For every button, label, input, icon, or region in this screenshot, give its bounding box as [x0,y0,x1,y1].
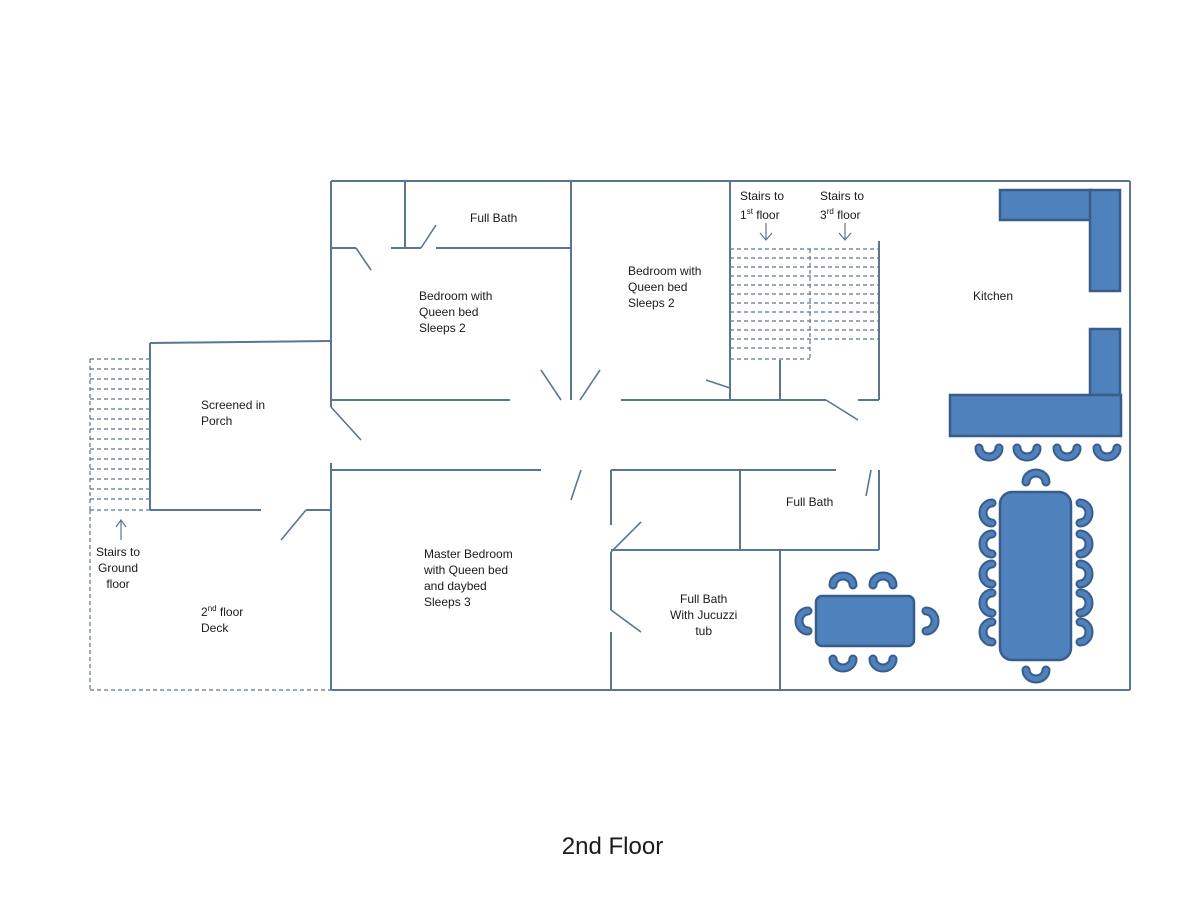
counter-stools [974,443,1122,462]
label-full-bath-top: Full Bath [470,211,518,225]
page-title: 2nd Floor [561,833,664,860]
kitchen-counters [948,188,1123,438]
dining-table-large [978,468,1094,684]
porch-walls [89,340,332,691]
doors [280,224,872,633]
interior-walls [331,181,880,690]
ground-stairs [89,358,150,540]
interior-stairs [730,223,879,360]
label-full-bath-mid: Full Bath [786,495,834,509]
dining-table-small [794,571,940,673]
label-kitchen: Kitchen [973,289,1014,303]
